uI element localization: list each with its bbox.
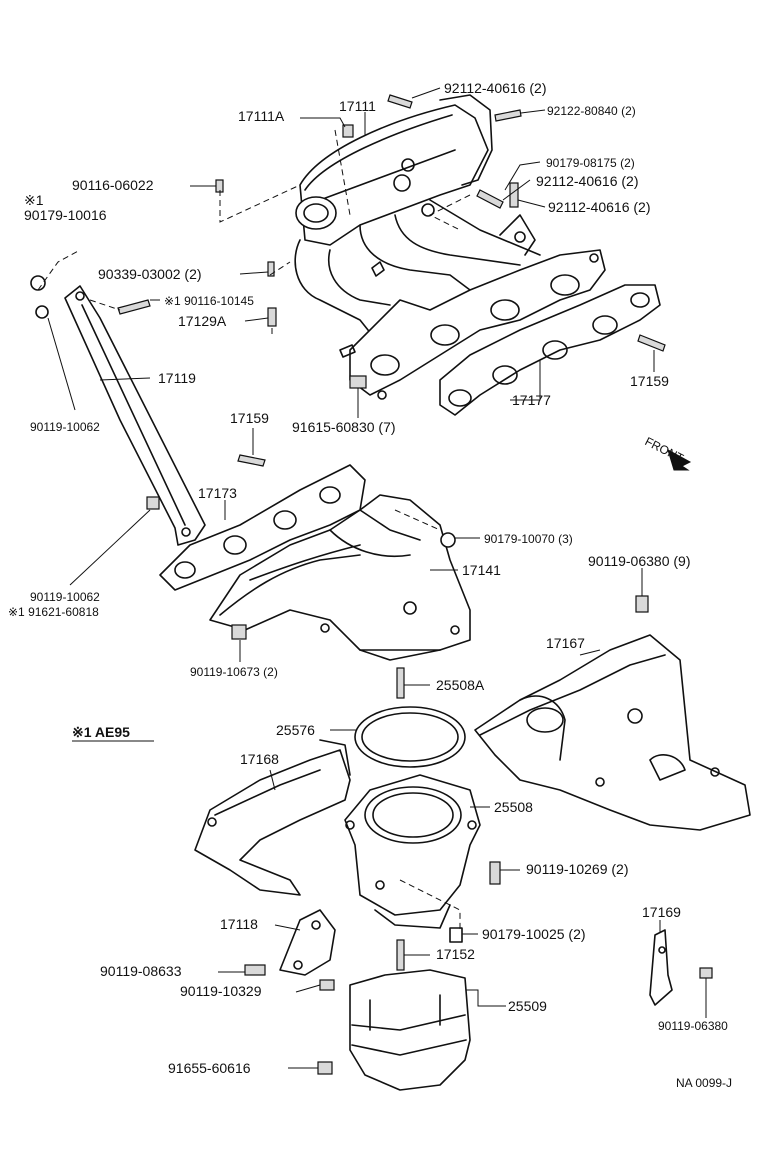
manifold-stay-17119 (64, 285, 206, 546)
label-17118: 17118 (220, 916, 258, 932)
leader-lines (47, 87, 707, 1069)
label-91655-60616: 91655-60616 (168, 1060, 251, 1076)
label-90116-06022: 90116-06022 (72, 177, 154, 193)
label-17152: 17152 (436, 946, 475, 962)
gasket-17177 (439, 284, 661, 416)
label-25509: 25509 (508, 998, 547, 1014)
label-90119-10673: 90119-10673 (2) (190, 665, 278, 679)
label-note-ae95: ※1 AE95 (72, 724, 130, 740)
label-92112-40616-low: 92112-40616 (2) (548, 199, 650, 215)
label-91621-60818: ※1 91621-60818 (8, 605, 99, 619)
label-17141: 17141 (462, 562, 501, 578)
heat-insulator-25509 (349, 969, 471, 1091)
front-arrow-icon (667, 448, 692, 471)
label-17168: 17168 (240, 751, 279, 767)
label-ref-code: NA 0099-J (676, 1076, 732, 1090)
label-90179-10025: 90179-10025 (2) (482, 926, 586, 942)
label-90119-10062-top: 90119-10062 (30, 420, 100, 434)
label-90119-10062-low: 90119-10062 (30, 590, 100, 604)
label-90179-08175: 90179-08175 (2) (546, 156, 635, 170)
label-91615-60830: 91615-60830 (7) (292, 419, 396, 435)
label-25576: 25576 (276, 722, 315, 738)
label-25508: 25508 (494, 799, 533, 815)
label-note-mark-1: ※1 (24, 192, 44, 208)
converter-25508 (344, 774, 481, 929)
label-17167: 17167 (546, 635, 585, 651)
label-90179-10070: 90179-10070 (3) (484, 532, 573, 546)
label-17119: 17119 (158, 370, 196, 386)
label-front: FRONT (643, 434, 687, 466)
bracket-17169 (649, 929, 673, 1006)
bracket-17118 (279, 909, 336, 976)
label-92112-40616-mid: 92112-40616 (2) (536, 173, 638, 189)
label-17129A: 17129A (178, 313, 227, 329)
label-17173: 17173 (198, 485, 237, 501)
label-90119-08633: 90119-08633 (100, 963, 182, 979)
label-90119-06380-9: 90119-06380 (9) (588, 553, 690, 569)
part-labels: 92112-40616 (2) 92122-80840 (2) 17111A 1… (8, 80, 732, 1090)
label-17159-right: 17159 (630, 373, 669, 389)
label-90119-10269: 90119-10269 (2) (526, 861, 628, 877)
label-92122-80840: 92122-80840 (2) (547, 104, 636, 118)
label-17159-left: 17159 (230, 410, 269, 426)
label-92112-40616-top: 92112-40616 (2) (444, 80, 546, 96)
label-17111: 17111 (339, 98, 376, 114)
label-25508A: 25508A (436, 677, 485, 693)
label-90339-03002: 90339-03002 (2) (98, 266, 202, 282)
gasket-17173 (159, 464, 366, 591)
heat-insulator-17168 (194, 739, 351, 896)
label-17169: 17169 (642, 904, 681, 920)
label-90119-10329: 90119-10329 (180, 983, 262, 999)
label-90116-10145: ※1 90116-10145 (164, 294, 254, 308)
exhaust-manifold-17141 (209, 494, 471, 661)
gasket-ring-25576 (354, 706, 466, 768)
exhaust-manifold-17111 (294, 94, 606, 400)
heat-insulator-17167 (474, 634, 751, 831)
assembly-lines (37, 129, 471, 930)
label-90179-10016: 90179-10016 (24, 207, 107, 223)
label-17111A: 17111A (238, 108, 285, 124)
label-90119-06380: 90119-06380 (658, 1019, 728, 1033)
label-17177: 17177 (512, 392, 551, 408)
